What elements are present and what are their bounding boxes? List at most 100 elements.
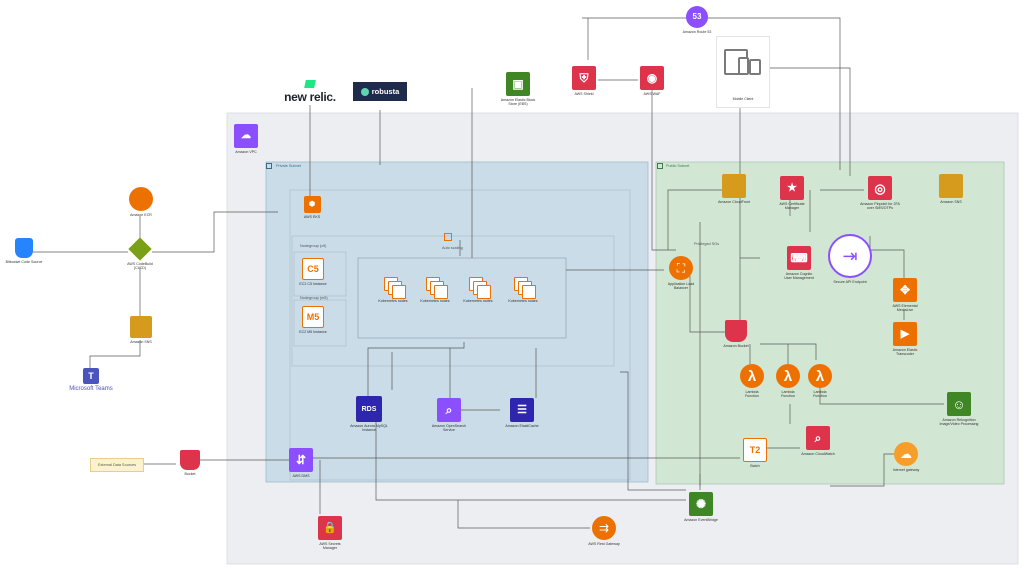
k8s-node-4[interactable]: Kubernetes nodes — [506, 275, 540, 303]
cloudfront-node[interactable]: Amazon CloudFront — [718, 174, 750, 204]
efs-node[interactable]: ▣ Amazon Elastic Block Store (EBS) — [500, 72, 536, 106]
eks-label: AWS EKS — [303, 215, 321, 219]
transcoder-label: Amazon Elastic Transcoder — [892, 348, 918, 356]
elasticache-icon: ☰ — [510, 398, 534, 422]
shield-node[interactable]: ⛨ AWS Shield — [570, 66, 598, 96]
opensearch-icon: ⌕ — [437, 398, 461, 422]
k8s-node-label: Kubernetes nodes — [508, 299, 538, 303]
api-gateway-label: AWS Rest Gateway — [588, 542, 620, 546]
privileged-sg-label: Privileged SGs — [694, 242, 720, 246]
dms-node[interactable]: ⇵ AWS DMS — [286, 448, 316, 478]
ec2-m5-node[interactable]: M5 EC2 M5 Instance — [298, 306, 328, 334]
inner-frame — [289, 189, 631, 481]
t2-instance-icon: T2 — [743, 438, 767, 462]
rds-icon: RDS — [356, 396, 382, 422]
eventbridge-node[interactable]: ✺ Amazon EventBridge — [682, 492, 720, 522]
s3-external-node[interactable]: Bucket — [176, 450, 204, 476]
cognito-label: Amazon Cognito User Management — [784, 272, 814, 280]
sns-right-node[interactable]: Amazon SNS — [934, 174, 968, 204]
dms-label: AWS DMS — [292, 474, 310, 478]
external-data-source-box[interactable]: External Data Sources — [90, 458, 144, 472]
ec2-c5-node[interactable]: C5 EC2 C5 Instance — [298, 258, 328, 286]
ecr-label: Amazon ECR — [130, 213, 152, 217]
target-icon: ◎ — [868, 176, 892, 200]
auto-scaling-label: Auto scaling — [442, 246, 463, 250]
efs-label: Amazon Elastic Block Store (EBS) — [500, 98, 536, 106]
internet-gateway-glyph: ☁ — [900, 447, 912, 461]
sns-left-label: Amazon SNS — [130, 340, 152, 344]
auto-scaling-group — [357, 257, 567, 339]
eks-node[interactable]: ⬢ AWS EKS — [302, 196, 322, 219]
secrets-glyph: 🔒 — [323, 521, 337, 534]
batch-node[interactable]: T2 Batch — [742, 438, 768, 468]
sns-gold-icon — [130, 316, 152, 338]
waf-node[interactable]: ◉ AWS WAF — [639, 66, 665, 96]
lambda-2-node[interactable]: λ Lambda Function — [774, 364, 802, 398]
rds-node[interactable]: RDS Amazon Aurora MySQL Instance — [350, 396, 388, 432]
ec2-m5-label: EC2 M5 Instance — [299, 330, 327, 334]
vpc-endpoint-glyph: ⇥ — [842, 245, 858, 266]
acm-node[interactable]: ★ AWS Certificate Manager — [774, 176, 810, 210]
secrets-manager-node[interactable]: 🔒 AWS Secrets Manager — [312, 516, 348, 550]
elemental-node[interactable]: ✥ AWS Elemental MediaLive — [888, 278, 922, 312]
api-gateway-node[interactable]: ⇉ AWS Rest Gateway — [588, 516, 620, 546]
cognito-node[interactable]: ⌨ Amazon Cognito User Management — [782, 246, 816, 280]
rds-label: Amazon Aurora MySQL Instance — [350, 424, 388, 432]
k8s-node-3[interactable]: Kubernetes nodes — [461, 275, 495, 303]
lambda-3-label: Lambda Function — [813, 390, 827, 398]
bitbucket-label: Bitbucket Code Source — [5, 260, 43, 264]
internet-gateway-icon: ☁ — [894, 442, 918, 466]
k8s-nodes-icon — [424, 275, 448, 299]
codebuild-node[interactable]: AWS CodeBuild (CI/CD) — [122, 237, 158, 270]
waf-label: AWS WAF — [643, 92, 661, 96]
rekognition-node[interactable]: ☺ Amazon Rekognition Image/Video Process… — [938, 392, 980, 426]
lambda-1-node[interactable]: λ Lambda Function — [738, 364, 766, 398]
container-registry-icon — [129, 187, 153, 211]
inner-frame-2 — [291, 235, 615, 367]
bitbucket-node[interactable]: Bitbucket Code Source — [4, 238, 44, 264]
k8s-node-2[interactable]: Kubernetes nodes — [418, 275, 452, 303]
mobile-client-card[interactable]: Mobile Client — [716, 36, 770, 108]
vpc-node[interactable]: ☁ Amazon VPC — [234, 124, 258, 154]
elasticache-node[interactable]: ☰ Amazon ElastiCache — [500, 398, 544, 428]
microsoft-teams-wordmark: Microsoft Teams — [69, 386, 113, 392]
k8s-node-label: Kubernetes nodes — [378, 299, 408, 303]
ecr-node[interactable]: Amazon ECR — [124, 187, 158, 217]
efs-icon: ▣ — [506, 72, 530, 96]
api-gateway-glyph: ⇉ — [598, 521, 610, 535]
k8s-node-label: Kubernetes nodes — [420, 299, 450, 303]
mobile-client-label: Mobile Client — [732, 97, 754, 101]
sns-left-node[interactable]: Amazon SNS — [124, 316, 158, 344]
lambda-1-label: Lambda Function — [745, 390, 759, 398]
shield-icon: ⛨ — [572, 66, 596, 90]
transcoder-node[interactable]: ▶ Amazon Elastic Transcoder — [888, 322, 922, 356]
acm-label: AWS Certificate Manager — [779, 202, 805, 210]
robusta-wordmark: robusta — [371, 87, 400, 96]
s3-external-label: Bucket — [184, 472, 196, 476]
rekognition-icon: ☺ — [947, 392, 971, 416]
lambda-3-node[interactable]: λ Lambda Function — [806, 364, 834, 398]
cloudfront-icon — [722, 174, 746, 198]
codebuild-icon — [128, 237, 152, 261]
load-balancer-icon: ⛶ — [669, 256, 693, 280]
k8s-node-1[interactable]: Kubernetes nodes — [376, 275, 410, 303]
private-subnet-icon — [266, 163, 272, 169]
nodegroup-m5-label: Nodegroup (m5) — [300, 296, 328, 300]
shield-label: AWS Shield — [574, 92, 594, 96]
certificate-icon: ★ — [780, 176, 804, 200]
s3-bucket-label: Amazon Bucket — [723, 344, 749, 348]
nodegroup-c5-label: Nodegroup (c5) — [300, 244, 327, 248]
auto-scaling-icon — [444, 233, 452, 241]
vpc-endpoint-node[interactable]: ⇥ Secure API Endpoint — [826, 234, 874, 284]
s3-bucket-node[interactable]: Amazon Bucket — [722, 320, 750, 348]
alb-glyph: ⛶ — [676, 260, 686, 275]
route53-node[interactable]: 53 Amazon Route 53 — [680, 6, 714, 34]
eventbridge-icon: ✺ — [689, 492, 713, 516]
opensearch-node[interactable]: ⌕ Amazon OpenSearch Service — [430, 398, 468, 432]
cloudwatch-node[interactable]: ⌕ Amazon CloudWatch — [798, 426, 838, 456]
microsoft-teams-logo: T Microsoft Teams — [56, 368, 126, 392]
vpc-endpoint-label: Secure API Endpoint — [833, 280, 867, 284]
pinpoint-node[interactable]: ◎ Amazon Pinpoint for 2FA over SMS/OTPs — [860, 176, 900, 210]
alb-node[interactable]: ⛶ Application Load Balancer — [664, 256, 698, 290]
internet-gateway-node[interactable]: ☁ Internet gateway — [892, 442, 920, 472]
